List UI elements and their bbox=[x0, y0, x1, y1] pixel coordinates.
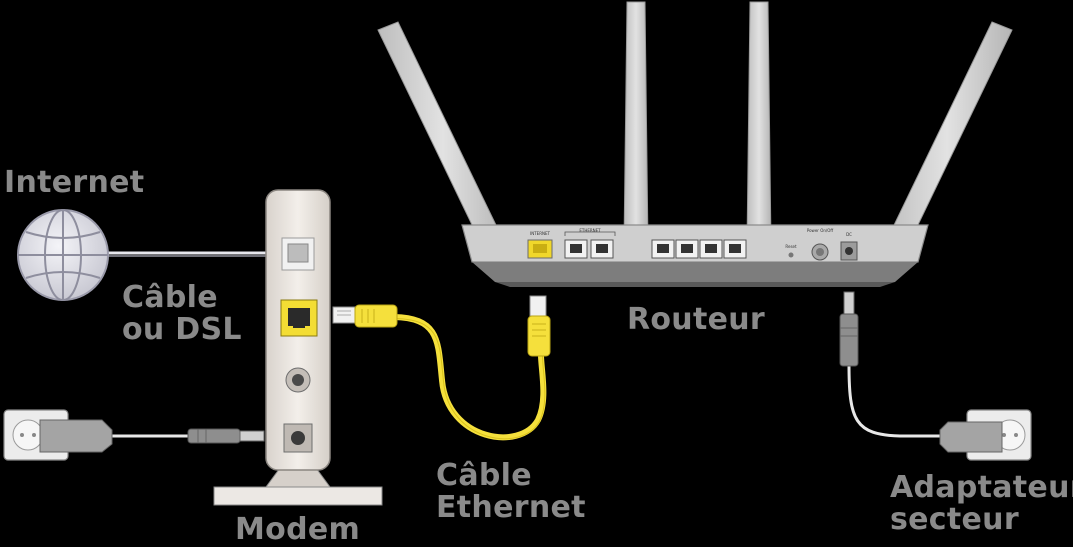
router-ports-group-a: ETHERNET bbox=[564, 228, 616, 259]
router-reset-button bbox=[788, 252, 794, 258]
router-label: Routeur bbox=[627, 302, 766, 337]
modem-ethernet-port bbox=[280, 299, 318, 337]
ethernet-plug-modem bbox=[332, 304, 398, 328]
internet-label: Internet bbox=[4, 165, 145, 200]
router-power-label: Power On/Off bbox=[807, 228, 834, 233]
modem bbox=[213, 189, 383, 506]
router-dc-label: DC bbox=[846, 232, 852, 237]
modem-power-jack bbox=[283, 423, 313, 453]
ethernet-cable bbox=[332, 295, 551, 441]
ethernet-cable-label: Câble Ethernet bbox=[436, 460, 586, 523]
router-ports-group-b bbox=[651, 239, 747, 259]
router-internet-port: INTERNET bbox=[527, 231, 553, 259]
modem-dsl-port bbox=[281, 237, 315, 271]
cable-dsl-label: Câble ou DSL bbox=[122, 282, 242, 345]
router-ports-label-a: ETHERNET bbox=[579, 228, 601, 233]
router-reset-label: Reset bbox=[785, 244, 797, 249]
modem-power-cable bbox=[112, 428, 265, 444]
ethernet-cable-line-1: Câble bbox=[436, 458, 532, 493]
power-adapter-label: Adaptateur secteur bbox=[890, 472, 1073, 535]
cable-dsl-line-2: ou DSL bbox=[122, 311, 242, 347]
router: INTERNET ETHERNET Reset Power On/Off bbox=[461, 224, 929, 287]
modem-label: Modem bbox=[235, 512, 361, 547]
power-adapter-line-1: Adaptateur bbox=[890, 470, 1073, 505]
dsl-cable bbox=[108, 251, 292, 257]
ethernet-cable-line-2: Ethernet bbox=[436, 489, 586, 525]
router-antennas bbox=[377, 1, 1013, 259]
wall-outlet-icon bbox=[3, 409, 113, 461]
wall-outlet-icon bbox=[939, 409, 1032, 461]
globe-icon bbox=[17, 209, 109, 301]
ethernet-plug-router bbox=[527, 295, 551, 357]
router-power-cable bbox=[839, 291, 945, 438]
power-adapter-line-2: secteur bbox=[890, 501, 1019, 537]
cable-dsl-line-1: Câble bbox=[122, 280, 218, 315]
router-internet-label: INTERNET bbox=[530, 231, 550, 236]
